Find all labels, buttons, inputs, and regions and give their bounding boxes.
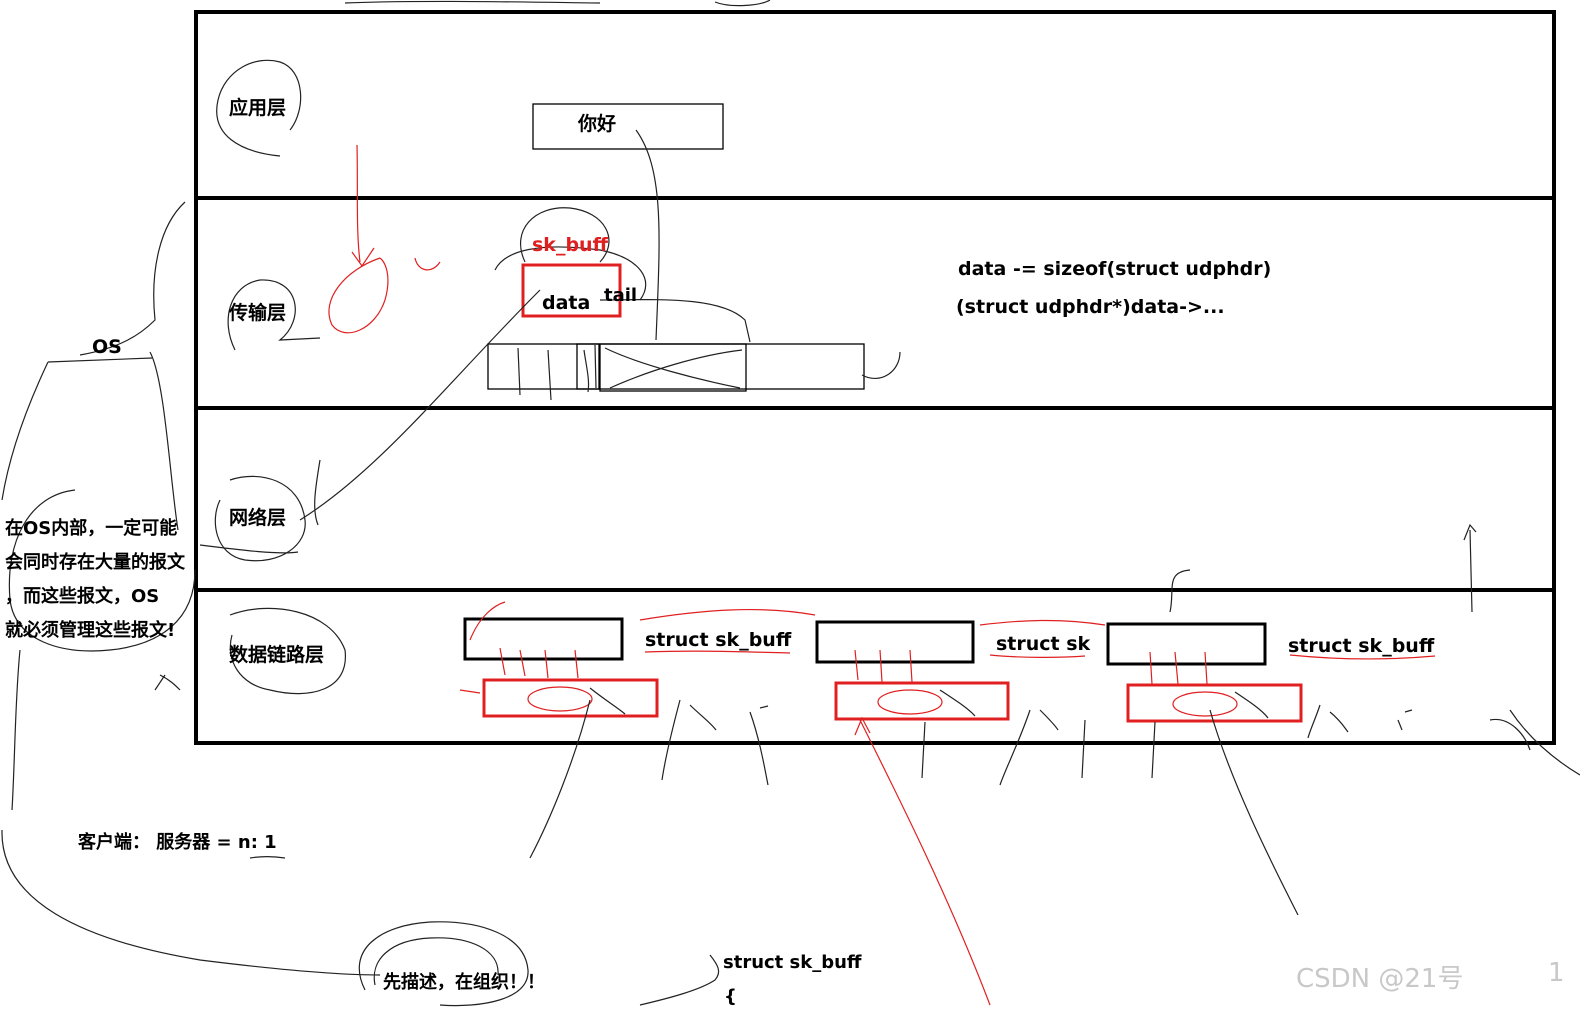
struct-label-1: struct sk_buff xyxy=(645,629,792,651)
network-layer-loop xyxy=(214,475,306,562)
right-up-arrow xyxy=(1463,523,1477,613)
datalink-layer-loop xyxy=(229,607,346,695)
layer-label-app: 应用层 xyxy=(229,97,287,119)
skbuff-top-label: sk_buff xyxy=(532,234,608,256)
describe-loop xyxy=(358,921,529,1007)
csdn-watermark: CSDN @21号 xyxy=(1296,964,1464,994)
skbuff-inner-loop xyxy=(494,246,647,301)
layer-frame xyxy=(194,10,1556,745)
bottom-struct-hook xyxy=(639,954,720,1006)
note-line-4: 就必须管理这些报文! xyxy=(5,620,176,641)
code-line-1: data -= sizeof(struct udphdr) xyxy=(958,258,1272,280)
data-boxes xyxy=(482,678,1303,723)
ratio-text: 客户端： 服务器 = n: 1 xyxy=(78,832,277,853)
layer-label-transport: 传输层 xyxy=(229,302,287,324)
note-line-2: 会同时存在大量的报文 xyxy=(5,552,185,573)
datalink-red-links xyxy=(459,601,1436,717)
watermark-tail: 1 xyxy=(1548,958,1565,988)
network-scribble xyxy=(199,459,321,554)
os-label: OS xyxy=(92,336,122,358)
layer-label-datalink: 数据链路层 xyxy=(229,644,325,666)
data-pointer-label: data xyxy=(542,292,591,314)
transport-red-sketches xyxy=(328,144,441,334)
app-data-box xyxy=(532,103,724,150)
buffer-strip xyxy=(487,343,865,390)
buffer-cross-marks xyxy=(517,298,901,401)
struct-boxes xyxy=(463,617,1267,666)
top-stray-strokes xyxy=(344,0,771,7)
app-to-transport-arrow xyxy=(635,129,660,341)
app-layer-loop xyxy=(216,59,302,157)
note-line-1: 在OS内部，一定可能 xyxy=(5,518,178,539)
struct-box-1 xyxy=(463,617,624,661)
tail-pointer-label: tail xyxy=(604,285,638,306)
struct-label-2: struct sk xyxy=(996,633,1091,655)
struct-box-3 xyxy=(1106,622,1267,666)
datalink-black-scribbles xyxy=(154,569,1580,916)
data-box-2 xyxy=(834,681,1010,721)
layer-label-network: 网络层 xyxy=(229,507,287,529)
skbuff-red-box xyxy=(521,263,622,318)
data-box-3 xyxy=(1126,683,1303,723)
ratio-underline xyxy=(249,855,286,859)
bottom-struct-label: struct sk_buff xyxy=(723,952,862,973)
describe-text: 先描述，在组织！！ xyxy=(383,972,545,993)
buffer-crossed-cell xyxy=(599,343,747,392)
struct-box-2 xyxy=(815,620,975,664)
describe-loop-inner xyxy=(373,937,499,986)
bottom-brace: { xyxy=(724,986,737,1007)
transport-layer-loop xyxy=(227,279,321,351)
code-line-2: (struct udphdr*)data->... xyxy=(956,296,1225,318)
note-line-3: ，而这些报文，OS xyxy=(5,586,160,607)
data-box-1 xyxy=(482,678,659,718)
long-red-arrow xyxy=(854,716,991,1006)
app-box-text: 你好 xyxy=(578,113,617,135)
layer-frame-outer xyxy=(194,10,1556,745)
struct-label-3: struct sk_buff xyxy=(1288,635,1435,657)
network-to-transport-arrow xyxy=(299,289,541,521)
skbuff-loop xyxy=(520,207,610,263)
os-bracket xyxy=(1,201,381,976)
